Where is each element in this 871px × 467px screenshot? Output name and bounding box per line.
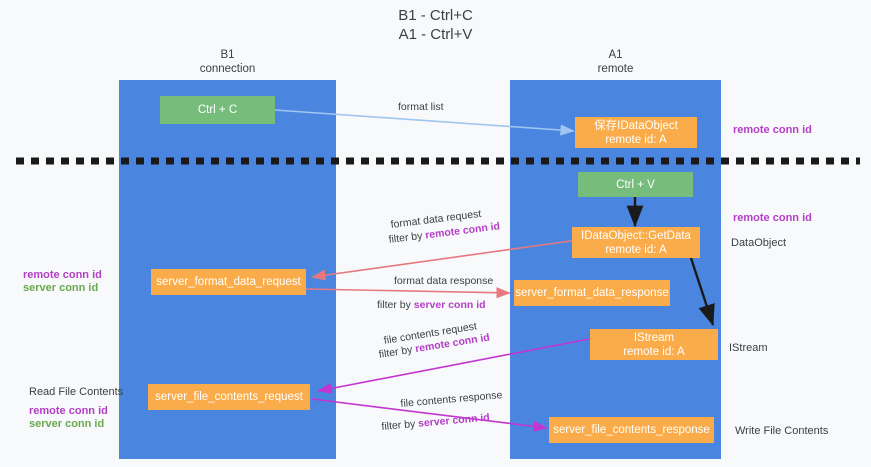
- box-server-file-contents-response-label: server_file_contents_response: [553, 424, 710, 436]
- box-istream-line-2: remote id: A: [623, 345, 685, 358]
- box-istream[interactable]: IStream remote id: A: [590, 329, 718, 360]
- left-label-mid-server-conn-id: server conn id: [23, 281, 98, 295]
- right-label-top-remote-conn-id: remote conn id: [733, 123, 812, 137]
- box-server-format-data-response[interactable]: server_format_data_response: [514, 280, 670, 306]
- box-ctrl-c-label: Ctrl + C: [197, 104, 238, 116]
- arrow-format-data-response: [305, 287, 511, 299]
- box-ctrl-c[interactable]: Ctrl + C: [160, 96, 275, 124]
- edge-label-format-data-request-filter-prefix: filter by: [388, 229, 426, 246]
- page-title-line-1: B1 - Ctrl+C: [398, 7, 473, 24]
- right-label-dataobject: DataObject: [731, 236, 786, 250]
- box-idataobject-getdata-line-1: IDataObject::GetData: [581, 229, 691, 242]
- edge-label-format-data-response-filter: filter by server conn id: [377, 299, 486, 312]
- box-server-file-contents-response[interactable]: server_file_contents_response: [549, 417, 714, 443]
- column-header-b1: B1 connection: [119, 48, 336, 76]
- column-header-b1-sub: connection: [199, 63, 256, 75]
- left-label-low-server-conn-id: server conn id: [29, 417, 104, 431]
- box-istream-line-1: IStream: [633, 331, 675, 344]
- edge-label-format-data-response: format data response: [394, 275, 493, 288]
- edge-label-format-data-response-filter-key: server conn id: [413, 299, 486, 311]
- right-label-write-file-contents-text: Write File Contents: [735, 425, 829, 437]
- page-title-line-2: A1 - Ctrl+V: [398, 26, 473, 43]
- box-server-file-contents-request[interactable]: server_file_contents_request: [148, 384, 310, 410]
- edge-label-file-contents-response-filter: filter by server conn id: [381, 412, 490, 434]
- right-label-mid-remote-conn-id: remote conn id: [733, 211, 812, 225]
- box-idataobject-getdata[interactable]: IDataObject::GetData remote id: A: [572, 227, 700, 258]
- column-header-b1-name: B1: [220, 49, 235, 61]
- left-label-mid-remote-conn-id-text: remote conn id: [23, 269, 102, 281]
- column-header-a1: A1 remote: [510, 48, 721, 76]
- box-save-idataobject-line-2: remote id: A: [605, 133, 667, 146]
- right-label-istream-text: IStream: [729, 342, 768, 354]
- left-label-mid-server-conn-id-text: server conn id: [23, 282, 99, 294]
- box-server-file-contents-request-label: server_file_contents_request: [155, 391, 303, 403]
- right-label-mid-remote-conn-id-text: remote conn id: [733, 212, 812, 224]
- box-save-idataobject-line-1: 保存IDataObject: [594, 119, 678, 132]
- column-header-a1-name: A1: [608, 49, 623, 61]
- left-label-read-file-contents: Read File Contents: [29, 385, 123, 399]
- right-label-write-file-contents: Write File Contents: [735, 424, 828, 438]
- edge-label-file-contents-response-filter-prefix: filter by: [381, 417, 419, 433]
- box-idataobject-getdata-line-2: remote id: A: [605, 243, 667, 256]
- edge-label-format-list: format list: [398, 101, 444, 114]
- edge-label-file-contents-response: file contents response: [400, 389, 503, 411]
- right-label-dataobject-text: DataObject: [731, 237, 787, 249]
- edge-label-format-list-text: format list: [398, 101, 444, 113]
- left-label-read-file-contents-text: Read File Contents: [29, 386, 124, 398]
- box-ctrl-v[interactable]: Ctrl + V: [578, 172, 693, 197]
- box-server-format-data-request[interactable]: server_format_data_request: [151, 269, 306, 295]
- left-label-low-remote-conn-id: remote conn id: [29, 404, 108, 418]
- left-label-low-remote-conn-id-text: remote conn id: [29, 405, 108, 417]
- box-server-format-data-response-label: server_format_data_response: [515, 287, 669, 299]
- column-header-a1-sub: remote: [597, 63, 634, 75]
- edge-label-format-data-response-text: format data response: [394, 275, 494, 287]
- box-save-idataobject[interactable]: 保存IDataObject remote id: A: [575, 117, 697, 148]
- page-title: B1 - Ctrl+C A1 - Ctrl+V: [0, 6, 871, 44]
- edge-label-format-data-response-filter-prefix: filter by: [377, 299, 414, 311]
- left-label-low-server-conn-id-text: server conn id: [29, 418, 105, 430]
- edge-label-file-contents-request-filter-prefix: filter by: [378, 343, 417, 361]
- box-server-format-data-request-label: server_format_data_request: [156, 276, 301, 288]
- edge-label-file-contents-response-text: file contents response: [400, 389, 503, 410]
- edge-label-file-contents-response-filter-key: server conn id: [417, 411, 491, 430]
- right-label-top-remote-conn-id-text: remote conn id: [733, 124, 812, 136]
- right-label-istream: IStream: [729, 341, 768, 355]
- left-label-mid-remote-conn-id: remote conn id: [23, 268, 102, 282]
- box-ctrl-v-label: Ctrl + V: [616, 178, 655, 191]
